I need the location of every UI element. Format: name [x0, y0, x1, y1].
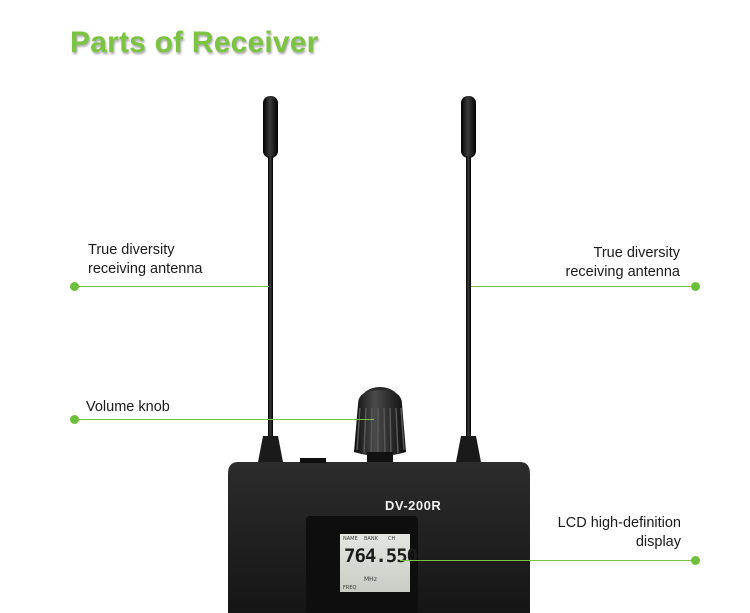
lcd-display — [306, 516, 418, 613]
label-lcd-line1: LCD high-definition — [557, 515, 681, 531]
lcd-tag-bank: BANK — [364, 536, 378, 542]
callout-line-antenna-left — [78, 286, 269, 287]
callout-line-lcd — [400, 560, 692, 561]
label-antenna-right-line2: receiving antenna — [565, 264, 680, 280]
lcd-frequency: 764.550 — [344, 545, 418, 567]
lcd-unit: MHz — [364, 576, 377, 583]
label-antenna-left-line1: True diversity — [88, 242, 175, 258]
callout-dot-antenna-left — [70, 282, 79, 291]
callout-dot-volume-knob — [70, 415, 79, 424]
label-lcd-line2: display — [635, 534, 681, 550]
label-antenna-left-line2: receiving antenna — [88, 261, 203, 277]
callout-dot-lcd — [691, 556, 700, 565]
label-antenna-right: True diversity receiving antenna — [566, 244, 680, 282]
callout-line-volume-knob — [78, 419, 374, 420]
model-label: DV-200R — [385, 498, 442, 513]
callout-dot-antenna-right — [691, 282, 700, 291]
label-volume-knob: Volume knob — [86, 399, 170, 415]
lcd-tag-name: NAME — [343, 536, 358, 542]
left-antenna — [258, 96, 283, 462]
callout-line-antenna-right — [471, 286, 692, 287]
right-antenna — [456, 96, 481, 462]
label-antenna-right-line1: True diversity — [593, 245, 680, 261]
label-antenna-left: True diversity receiving antenna — [88, 241, 202, 279]
lcd-tag-ch: CH — [388, 536, 396, 542]
lcd-freq-tag: FREQ — [343, 585, 357, 591]
page-title: Parts of Receiver — [70, 26, 319, 59]
label-lcd: LCD high-definition display — [558, 514, 681, 552]
volume-knob — [354, 387, 406, 462]
